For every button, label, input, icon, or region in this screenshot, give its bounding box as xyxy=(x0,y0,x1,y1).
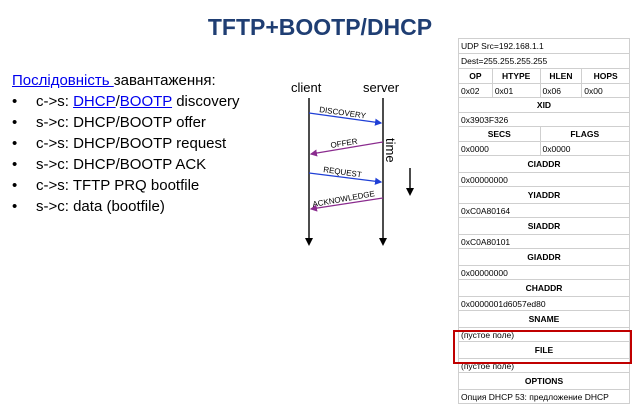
server-label: server xyxy=(363,80,400,95)
xid-header: XID xyxy=(458,97,630,113)
bootp-link[interactable]: BOOTP xyxy=(119,93,173,110)
secs-header: SECS xyxy=(458,126,541,142)
sequence-list: c->s: DHCP/BOOTP discovery s->c: DHCP/BO… xyxy=(12,91,240,217)
giaddr-value: 0x00000000 xyxy=(458,265,630,280)
hops-value: 0x00 xyxy=(581,83,630,98)
dhcp-packet-table: UDP Src=192.168.1.1 Dest=255.255.255.255… xyxy=(458,38,631,404)
sequence-item: s->c: data (bootfile) xyxy=(12,196,240,217)
time-label: time xyxy=(383,138,398,163)
server-lifeline-arrow xyxy=(379,238,387,246)
sequence-link[interactable]: Послідовність xyxy=(12,72,114,89)
sequence-item: c->s: TFTP PRQ bootfile xyxy=(12,175,240,196)
chaddr-value: 0x0000001d6057ed80 xyxy=(458,296,630,311)
time-arrow-icon xyxy=(406,168,414,196)
discovery-arrow xyxy=(308,112,383,126)
slide-title: TFTP+BOOTP/DHCP xyxy=(207,14,433,40)
siaddr-header: SIADDR xyxy=(458,217,630,235)
sequence-item: c->s: DHCP/BOOTP request xyxy=(12,133,240,154)
offer-arrow xyxy=(309,141,384,157)
yiaddr-value: 0xC0A80164 xyxy=(458,203,630,218)
dhcp-link[interactable]: DHCP xyxy=(73,93,116,110)
client-lifeline-arrow xyxy=(305,238,313,246)
options-header: OPTIONS xyxy=(458,372,630,390)
giaddr-header: GIADDR xyxy=(458,248,630,266)
sequence-heading: Послідовність завантаження: xyxy=(12,70,240,91)
op-header: OP xyxy=(458,68,493,84)
file-highlight-box xyxy=(453,330,632,364)
acknowledge-label: ACKNOWLEDGE xyxy=(312,189,376,209)
secs-value: 0x0000 xyxy=(458,141,541,156)
options-value: Опция DHCP 53: предложение DHCP xyxy=(458,389,630,404)
sequence-item: s->c: DHCP/BOOTP ACK xyxy=(12,154,240,175)
hlen-header: HLEN xyxy=(539,68,583,84)
udp-src: UDP Src=192.168.1.1 xyxy=(458,38,630,54)
client-label: client xyxy=(291,80,322,95)
sname-header: SNAME xyxy=(458,310,630,328)
hlen-value: 0x06 xyxy=(539,83,583,98)
boot-sequence: Послідовність завантаження: c->s: DHCP/B… xyxy=(12,70,240,217)
siaddr-value: 0xC0A80101 xyxy=(458,234,630,249)
acknowledge-arrow xyxy=(309,197,384,212)
flags-value: 0x0000 xyxy=(539,141,631,156)
op-value: 0x02 xyxy=(458,83,493,98)
chaddr-header: CHADDR xyxy=(458,279,630,297)
timing-diagram: client server DISCOVERY OFFER REQUEST AC… xyxy=(285,76,435,256)
ciaddr-header: CIADDR xyxy=(458,155,630,173)
yiaddr-header: YIADDR xyxy=(458,186,630,204)
htype-header: HTYPE xyxy=(491,68,541,84)
request-arrow xyxy=(308,172,383,185)
flags-header: FLAGS xyxy=(539,126,631,142)
sequence-item-rest: discovery xyxy=(172,93,240,110)
udp-dest: Dest=255.255.255.255 xyxy=(458,53,630,69)
ciaddr-value: 0x00000000 xyxy=(458,172,630,187)
sequence-separator: / xyxy=(115,93,120,110)
xid-value: 0x3903F326 xyxy=(458,112,630,127)
hops-header: HOPS xyxy=(581,68,630,84)
htype-value: 0x01 xyxy=(491,83,541,98)
sequence-item: s->c: DHCP/BOOTP offer xyxy=(12,112,240,133)
offer-label: OFFER xyxy=(330,137,358,150)
sequence-item-prefix: c->s: xyxy=(36,93,74,110)
sequence-heading-rest: завантаження: xyxy=(113,72,216,89)
timing-diagram-svg: DISCOVERY OFFER REQUEST ACKNOWLEDGE xyxy=(305,98,387,246)
sequence-item: c->s: DHCP/BOOTP discovery xyxy=(12,91,240,112)
